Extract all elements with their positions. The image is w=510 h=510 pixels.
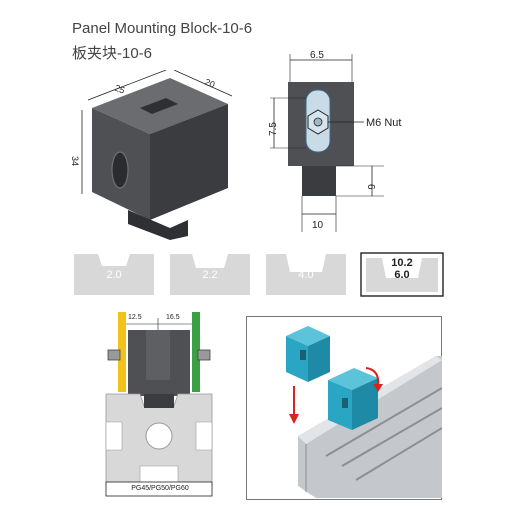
profile-label-box bbox=[105, 481, 213, 497]
isometric-block-drawing: 25 20 34 bbox=[70, 70, 233, 240]
green-panel bbox=[192, 312, 200, 392]
slot-profile-2 bbox=[170, 254, 250, 295]
slot-4-top: 10.2 bbox=[391, 257, 413, 269]
rotate-arrow-icon bbox=[365, 367, 380, 387]
front-view-drawing: 6.5 7.5 M6 Nut 6 10 bbox=[268, 50, 401, 232]
dim-base: 10 bbox=[312, 220, 324, 231]
slot-4-bottom: 6.0 bbox=[394, 269, 410, 281]
slot-profile-1 bbox=[74, 254, 154, 295]
rail-body bbox=[298, 356, 442, 498]
slot-profile-row: 6.2 2.0 8.2 2.2 10.2 4.0 10.2 6.0 bbox=[72, 252, 444, 297]
dim-height: 34 bbox=[70, 156, 80, 166]
dim-height: 7.5 bbox=[268, 122, 279, 136]
front-bottom-tab bbox=[302, 166, 336, 196]
dim-width: 6.5 bbox=[310, 50, 324, 61]
yellow-panel bbox=[118, 312, 126, 392]
profile-center-bore bbox=[145, 422, 173, 450]
slot-profile-4-highlighted bbox=[360, 252, 444, 297]
slot-1-top: 6.2 bbox=[106, 257, 122, 269]
block-bottom-tab bbox=[128, 210, 188, 240]
block-top-slot bbox=[140, 98, 178, 114]
dim-right: 16.5 bbox=[166, 314, 180, 321]
slot-1-bottom: 2.0 bbox=[106, 269, 122, 281]
slot-profile-3 bbox=[266, 254, 346, 295]
slot-2-bottom: 2.2 bbox=[202, 269, 218, 281]
title-line2: 板夹块-10-6 bbox=[72, 45, 153, 62]
slot-2-top: 8.2 bbox=[202, 257, 218, 269]
dim-top-front: 25 bbox=[113, 83, 126, 96]
assembly-illustration bbox=[246, 316, 442, 500]
block-side-face bbox=[150, 104, 228, 220]
blue-block-2 bbox=[328, 380, 352, 430]
title-line1: Panel Mounting Block-10-6 bbox=[72, 20, 253, 37]
blue-block-1 bbox=[286, 336, 308, 382]
slot-3-top: 10.2 bbox=[295, 257, 317, 269]
profile-cross-section bbox=[105, 312, 213, 497]
dim-top-side: 20 bbox=[203, 77, 216, 90]
slot-3-bottom: 4.0 bbox=[298, 269, 314, 281]
dim-left: 12.5 bbox=[128, 314, 142, 321]
dim-tab: 6 bbox=[365, 184, 376, 190]
block-front-oval-slot bbox=[111, 151, 129, 189]
screw-right-icon bbox=[197, 349, 211, 361]
screw-left-icon bbox=[107, 349, 121, 361]
profile-label: PG45/PG50/PG60 bbox=[131, 485, 189, 492]
callout-m6-nut: M6 Nut bbox=[366, 117, 401, 129]
